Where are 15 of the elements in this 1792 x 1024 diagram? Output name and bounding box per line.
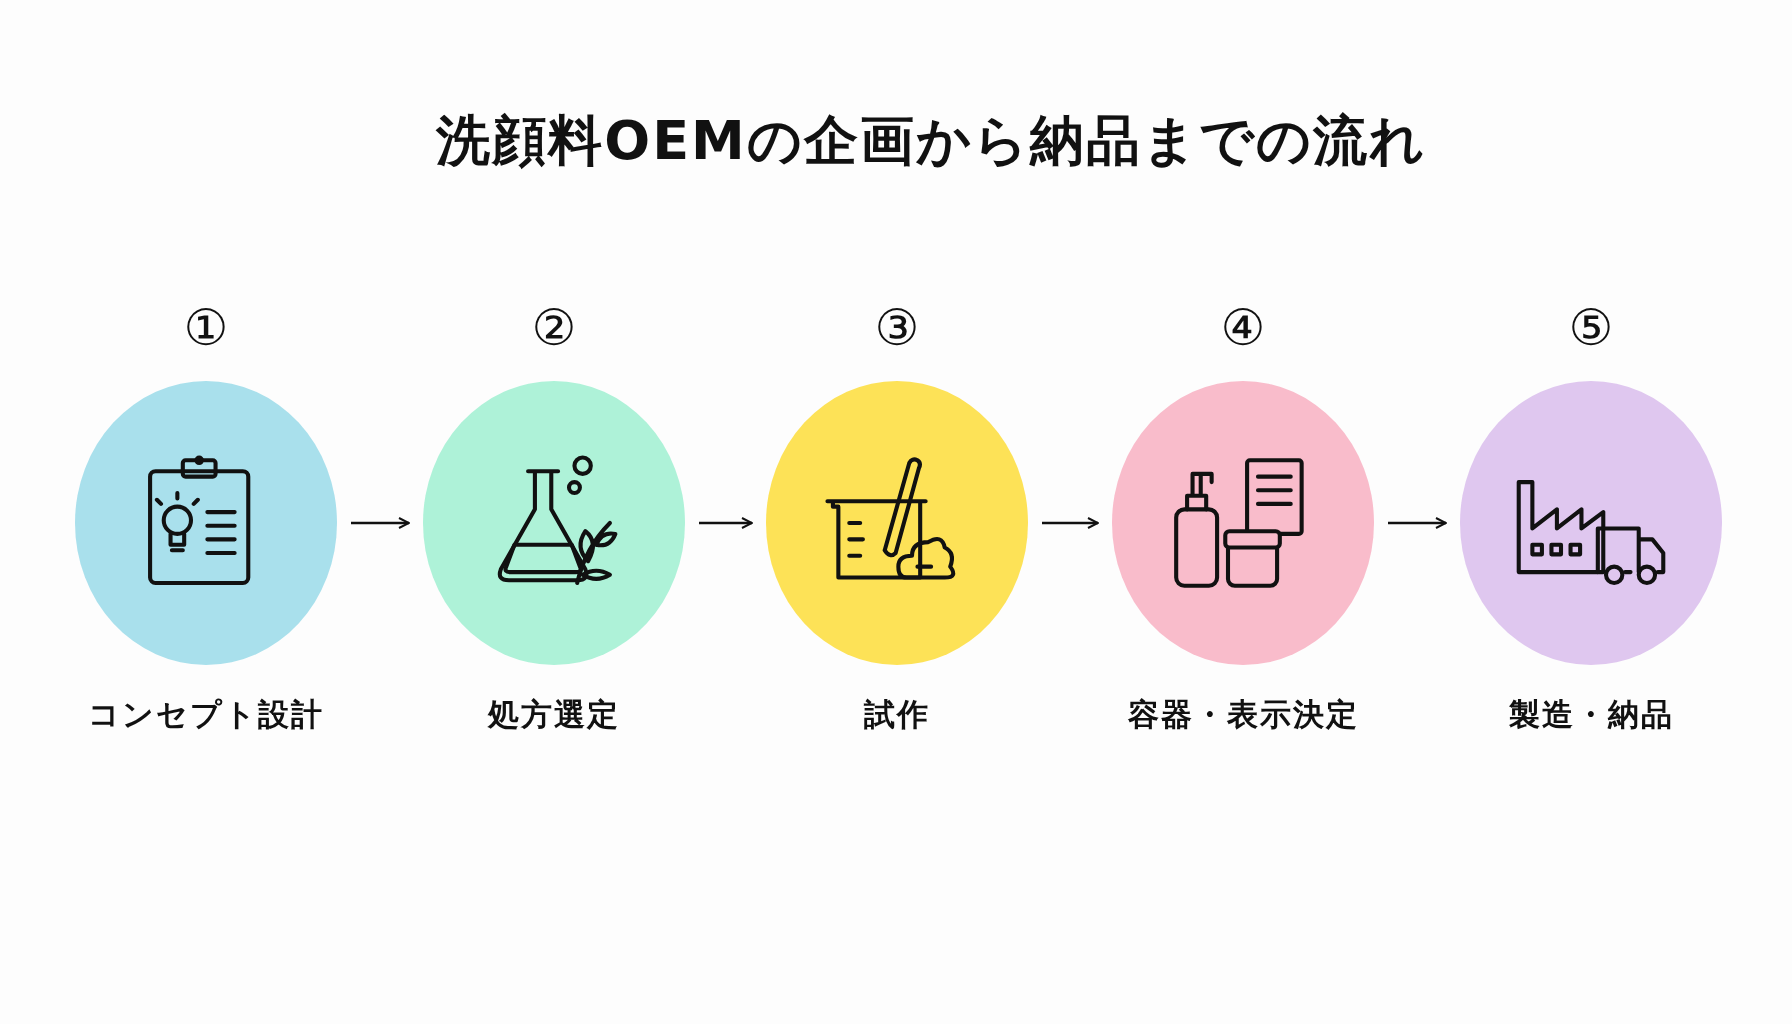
arrow (1388, 517, 1447, 529)
step-label: 処方選定 (488, 695, 620, 734)
arrow (699, 517, 753, 529)
step-number: ⑤ (1568, 298, 1614, 359)
title: 洗顔料OEMの企画から納品までの流れ (436, 108, 1426, 174)
arrow (1042, 517, 1099, 529)
step-label: 容器・表示決定 (1127, 695, 1359, 734)
step-label: コンセプト設計 (88, 695, 324, 734)
step-number: ③ (874, 298, 920, 359)
step-label: 製造・納品 (1508, 695, 1674, 734)
step-label: 試作 (864, 695, 930, 734)
step-number: ④ (1220, 298, 1266, 359)
arrow (351, 517, 410, 529)
step-number: ② (531, 298, 577, 359)
step-number: ① (183, 298, 229, 359)
